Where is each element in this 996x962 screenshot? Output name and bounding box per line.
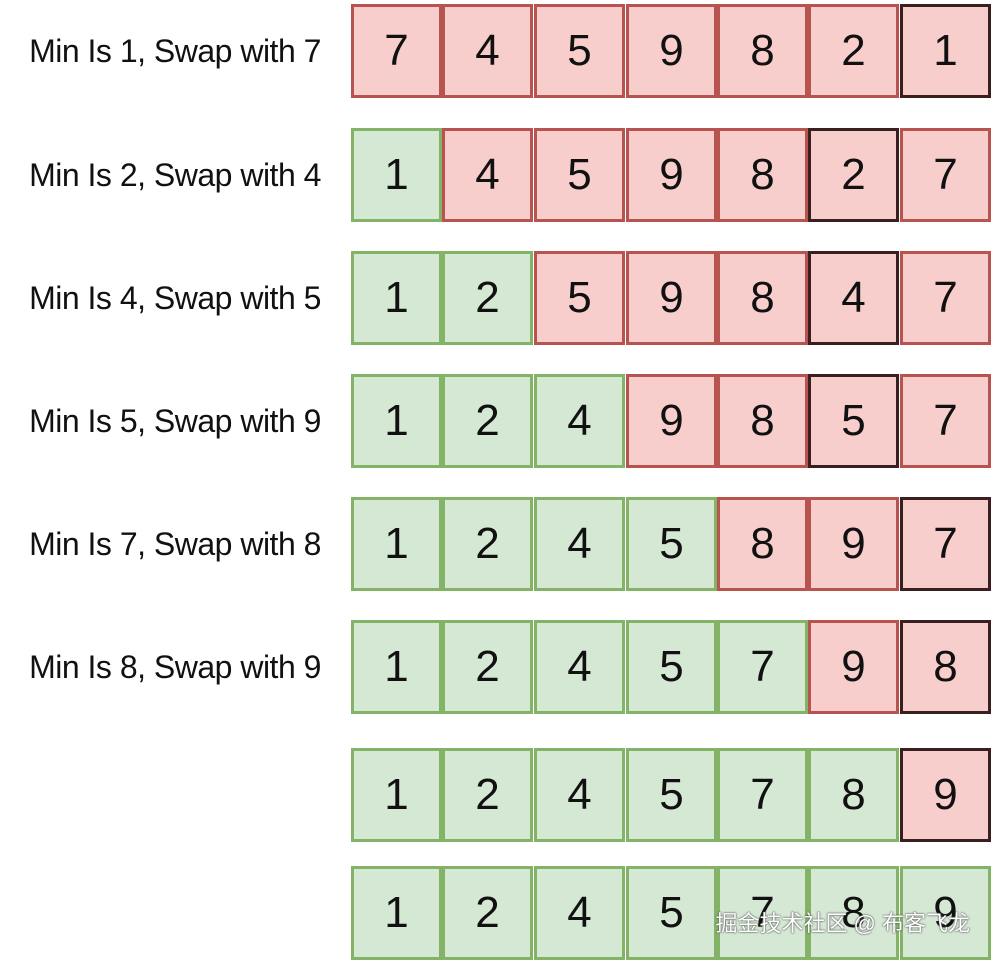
unsorted-cell: 9 xyxy=(808,620,899,714)
unsorted-cell: 9 xyxy=(900,748,991,842)
unsorted-cell: 7 xyxy=(900,374,991,468)
unsorted-cell: 5 xyxy=(534,251,625,345)
sorted-cell: 4 xyxy=(534,374,625,468)
sorted-cell: 1 xyxy=(351,620,442,714)
sorted-cell: 5 xyxy=(626,620,717,714)
unsorted-cell: 8 xyxy=(717,4,808,98)
unsorted-cell: 9 xyxy=(626,374,717,468)
step-label xyxy=(0,866,350,960)
sorted-cell: 5 xyxy=(626,497,717,591)
sorted-cell: 8 xyxy=(808,866,899,960)
sorted-cell: 8 xyxy=(808,748,899,842)
unsorted-cell: 8 xyxy=(717,251,808,345)
unsorted-cell: 7 xyxy=(900,251,991,345)
sorted-cell: 1 xyxy=(351,497,442,591)
unsorted-cell: 8 xyxy=(717,374,808,468)
sorted-cell: 7 xyxy=(717,620,808,714)
sorted-cell: 4 xyxy=(534,620,625,714)
unsorted-cell: 8 xyxy=(717,497,808,591)
sorted-cell: 2 xyxy=(442,748,533,842)
unsorted-cell: 2 xyxy=(808,128,899,222)
sorted-cell: 1 xyxy=(351,128,442,222)
sorted-cell: 1 xyxy=(351,866,442,960)
sorted-cell: 2 xyxy=(442,374,533,468)
unsorted-cell: 4 xyxy=(442,128,533,222)
step-label: Min Is 4, Swap with 5 xyxy=(29,280,321,316)
sorted-cell: 7 xyxy=(717,748,808,842)
step-label: Min Is 1, Swap with 7 xyxy=(29,33,321,69)
watermark: 掘金技术社区 @ 布客飞龙 xyxy=(715,911,970,936)
unsorted-cell: 8 xyxy=(717,128,808,222)
sorted-cell: 7 xyxy=(717,866,808,960)
sorted-cell: 2 xyxy=(442,251,533,345)
unsorted-cell: 8 xyxy=(900,620,991,714)
sorted-cell: 1 xyxy=(351,374,442,468)
unsorted-cell: 9 xyxy=(626,4,717,98)
unsorted-cell: 2 xyxy=(808,4,899,98)
unsorted-cell: 5 xyxy=(534,4,625,98)
sorted-cell: 4 xyxy=(534,748,625,842)
sorted-cell: 5 xyxy=(626,866,717,960)
unsorted-cell: 9 xyxy=(626,128,717,222)
sorted-cell: 1 xyxy=(351,748,442,842)
sorted-cell: 1 xyxy=(351,251,442,345)
unsorted-cell: 5 xyxy=(808,374,899,468)
step-label: Min Is 2, Swap with 4 xyxy=(29,157,321,193)
unsorted-cell: 7 xyxy=(900,128,991,222)
sorted-cell: 9 xyxy=(900,866,991,960)
step-label: Min Is 8, Swap with 9 xyxy=(29,649,321,685)
sorted-cell: 2 xyxy=(442,866,533,960)
unsorted-cell: 7 xyxy=(900,497,991,591)
unsorted-cell: 9 xyxy=(808,497,899,591)
sorted-cell: 4 xyxy=(534,866,625,960)
step-label xyxy=(0,748,350,842)
unsorted-cell: 1 xyxy=(900,4,991,98)
sorted-cell: 2 xyxy=(442,497,533,591)
unsorted-cell: 4 xyxy=(442,4,533,98)
sorted-cell: 2 xyxy=(442,620,533,714)
step-label: Min Is 5, Swap with 9 xyxy=(29,403,321,439)
step-label: Min Is 7, Swap with 8 xyxy=(29,526,321,562)
unsorted-cell: 4 xyxy=(808,251,899,345)
sorted-cell: 5 xyxy=(626,748,717,842)
unsorted-cell: 9 xyxy=(626,251,717,345)
unsorted-cell: 5 xyxy=(534,128,625,222)
sorted-cell: 4 xyxy=(534,497,625,591)
unsorted-cell: 7 xyxy=(351,4,442,98)
